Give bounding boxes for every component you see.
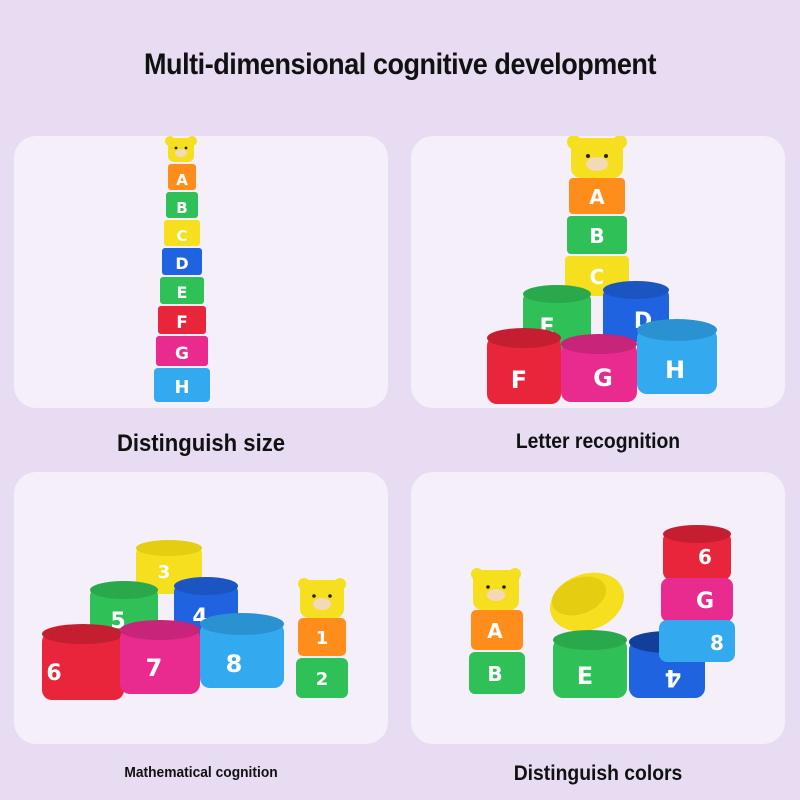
cup-label: F bbox=[176, 313, 188, 333]
cup-label: E bbox=[177, 283, 188, 302]
caption-letter-recognition: Letter recognition bbox=[515, 430, 681, 453]
cup-8: 8 bbox=[659, 620, 735, 662]
cup-a: A bbox=[168, 164, 196, 190]
cup-a: A bbox=[569, 178, 625, 214]
caption-mathematical-cognition: Mathematical cognition bbox=[124, 764, 278, 781]
bear-topper-icon bbox=[165, 136, 197, 162]
bear-topper-icon bbox=[471, 568, 521, 610]
cup-label: H bbox=[665, 356, 685, 384]
cup-7: 7 bbox=[120, 620, 200, 694]
cup-label: C bbox=[590, 265, 605, 289]
cup-h: H bbox=[637, 319, 717, 394]
cup-g: G bbox=[661, 578, 733, 622]
cup-label: 8 bbox=[226, 650, 243, 678]
number-pyramid-photo: 3 5 4 6 7 8 bbox=[42, 540, 348, 700]
cup-label: 3 bbox=[158, 562, 171, 583]
cup-f: F bbox=[158, 306, 206, 334]
cup-label: G bbox=[175, 344, 189, 364]
cup-label: G bbox=[696, 589, 714, 614]
cup-d: D bbox=[162, 248, 202, 275]
cup-label: F bbox=[511, 366, 527, 394]
color-sort-photo: A B E 4 6 G 8 bbox=[469, 525, 735, 698]
bear-topper-icon bbox=[298, 578, 346, 618]
cup-label: 4 bbox=[665, 664, 682, 692]
cup-label: E bbox=[577, 662, 593, 690]
photo-panel-color-sort: A B E 4 6 G 8 bbox=[411, 472, 785, 744]
cup-h: H bbox=[154, 368, 210, 402]
cup-1: 1 bbox=[298, 618, 346, 656]
cup-label: A bbox=[589, 185, 605, 209]
cup-label: C bbox=[176, 227, 187, 245]
cup-label: 6 bbox=[698, 545, 712, 569]
cup-e: E bbox=[553, 630, 627, 698]
cup-e: E bbox=[160, 277, 204, 304]
photo-panel-number-pyramid: 3 5 4 6 7 8 bbox=[14, 472, 388, 744]
cup-label: B bbox=[589, 224, 604, 248]
cup-label: H bbox=[174, 377, 189, 398]
cup-label: 2 bbox=[316, 669, 329, 690]
cup-2: 2 bbox=[296, 658, 348, 698]
cup-label: 8 bbox=[710, 631, 724, 655]
caption-distinguish-colors: Distinguish colors bbox=[513, 762, 683, 785]
cup-6: 6 bbox=[42, 624, 124, 700]
cup-label: A bbox=[176, 171, 188, 189]
cup-label: 1 bbox=[316, 628, 329, 649]
cup-label: D bbox=[175, 254, 188, 273]
cup-label: 6 bbox=[46, 661, 61, 686]
letter-pyramid-photo: A B C E D F G bbox=[487, 136, 717, 404]
cup-yellow-tilted bbox=[550, 572, 624, 632]
cup-g: G bbox=[561, 334, 637, 402]
cup-label: G bbox=[593, 364, 613, 392]
cup-label: B bbox=[176, 199, 187, 217]
cup-label: A bbox=[487, 619, 503, 643]
cup-8: 8 bbox=[200, 613, 284, 688]
stacked-cups-tower-photo: A B C D E F G H bbox=[154, 136, 210, 402]
cup-c: C bbox=[164, 220, 200, 246]
photo-panel-letter-pyramid: A B C E D F G bbox=[411, 136, 785, 408]
page-title: Multi-dimensional cognitive development bbox=[143, 48, 657, 81]
cup-b: B bbox=[567, 216, 627, 254]
cup-label: 7 bbox=[146, 654, 163, 682]
cup-g: G bbox=[156, 336, 208, 366]
cup-6: 6 bbox=[663, 525, 731, 580]
cup-f: F bbox=[487, 328, 561, 404]
cup-b: B bbox=[469, 652, 525, 694]
cup-b: B bbox=[166, 192, 198, 218]
caption-distinguish-size: Distinguish size bbox=[116, 430, 286, 457]
cup-label: B bbox=[487, 662, 502, 686]
bear-topper-icon bbox=[567, 136, 627, 178]
cup-a: A bbox=[471, 610, 523, 650]
photo-panel-stacked-tower: A B C D E F G H bbox=[14, 136, 388, 408]
